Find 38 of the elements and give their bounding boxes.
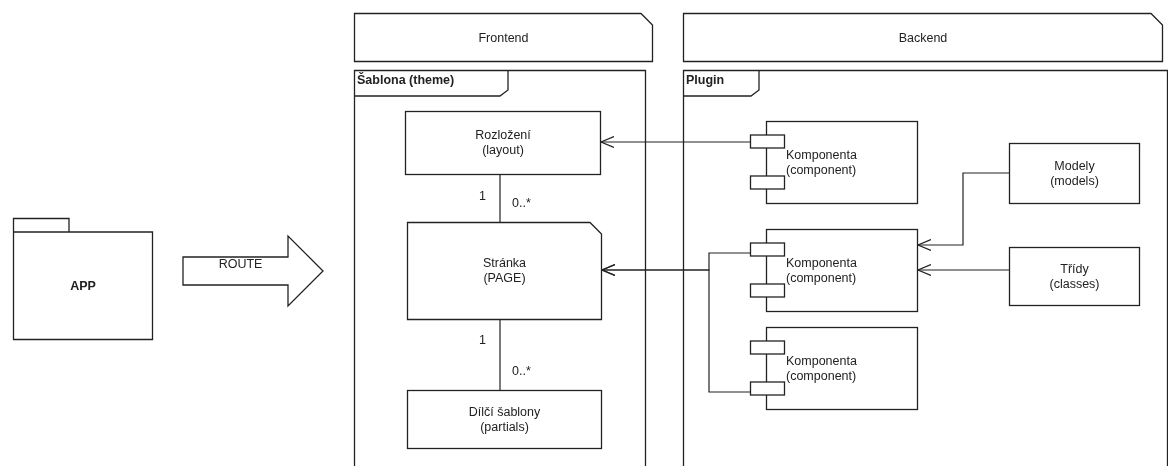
note-box	[354, 13, 653, 62]
node-label: Backend	[897, 30, 949, 45]
node-label: Modely (models)	[1049, 158, 1100, 189]
association-line	[499, 319, 501, 391]
arrow	[601, 263, 751, 393]
multiplicity-label: 0..*	[512, 196, 531, 210]
package-frame	[683, 70, 1168, 466]
arrow	[917, 263, 1010, 277]
frame-title: Šablona (theme)	[357, 73, 455, 88]
package-frame	[354, 70, 646, 466]
note-box	[683, 13, 1163, 62]
node-label: Třídy (classes)	[1048, 261, 1101, 292]
multiplicity-label: 1	[479, 333, 486, 347]
package-name: APP	[69, 278, 97, 294]
note-box	[407, 222, 602, 320]
arrow	[917, 172, 1010, 252]
arrow	[600, 135, 751, 149]
frame-title: Plugin	[686, 73, 725, 88]
component-box	[750, 121, 918, 204]
component-box	[750, 229, 918, 312]
edge-label: ROUTE	[217, 257, 264, 271]
class-box	[405, 111, 601, 175]
class-box	[1009, 247, 1140, 306]
multiplicity-label: 0..*	[512, 364, 531, 378]
component-name: Komponenta (component)	[786, 353, 858, 384]
component-name: Komponenta (component)	[786, 147, 858, 178]
multiplicity-label: 1	[479, 189, 486, 203]
block-arrow	[182, 234, 324, 308]
class-box	[407, 390, 602, 449]
class-box	[1009, 143, 1140, 204]
component-name: Komponenta (component)	[786, 255, 858, 286]
association-line	[499, 174, 501, 223]
node-label: Dílčí šablony (partials)	[467, 404, 542, 435]
package-box	[13, 218, 153, 340]
node-label: Stránka (PAGE)	[481, 256, 528, 286]
node-label: Frontend	[477, 30, 530, 45]
component-box	[750, 327, 918, 410]
node-label: Rozložení (layout)	[474, 128, 532, 158]
